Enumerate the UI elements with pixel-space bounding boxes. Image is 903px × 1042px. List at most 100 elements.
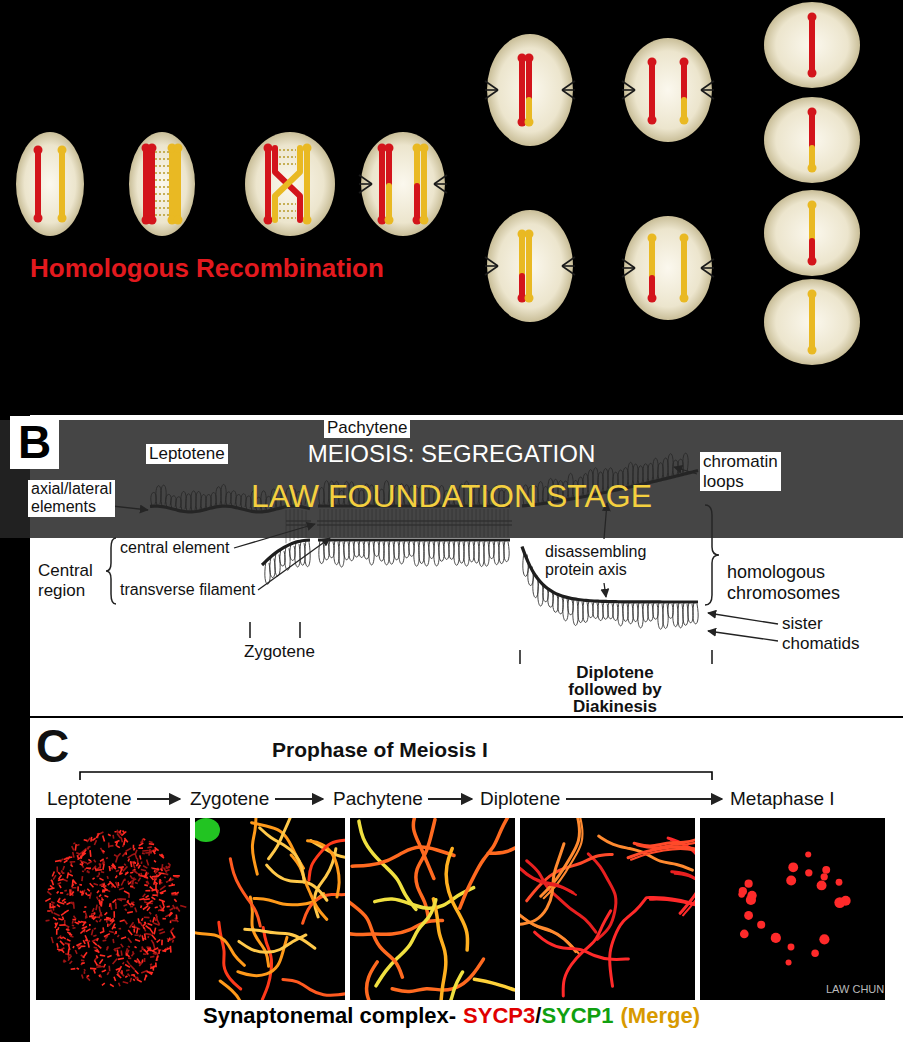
telomere	[525, 54, 534, 63]
telomere	[303, 216, 312, 225]
chromosome	[378, 144, 387, 225]
chromosome-thread	[283, 980, 345, 996]
part-label: disassembling protein axis	[545, 543, 670, 580]
chromosome-thread	[367, 962, 421, 1000]
cell	[487, 210, 573, 322]
stage-label: Leptotene	[47, 788, 132, 810]
part-label: chromatin loops	[700, 452, 781, 491]
cell	[361, 132, 445, 236]
chromosome-thread	[391, 972, 462, 1000]
synapsis-rung	[155, 165, 169, 167]
chromosome-thread	[460, 818, 510, 908]
micrograph	[195, 818, 345, 1000]
chromosome-thread	[675, 874, 695, 896]
chromosome-thread	[637, 818, 695, 848]
spindle-fiber	[622, 90, 635, 99]
chromosome-thread	[220, 981, 243, 1000]
chromosome	[808, 108, 817, 173]
chromosome	[518, 54, 527, 127]
spindle-fiber	[622, 81, 635, 90]
synapsis-rung	[279, 149, 296, 151]
part-label: axial/lateral elements	[28, 480, 115, 517]
chromosome	[174, 144, 183, 225]
chromosome	[808, 13, 817, 78]
synapsis-rung	[279, 156, 296, 158]
stage-tick	[519, 650, 521, 664]
bivalent-dot	[819, 934, 829, 944]
label-slot: transverse filament	[120, 581, 255, 599]
bivalent-dot	[738, 891, 745, 898]
chromosome	[385, 144, 394, 225]
stage-tick	[299, 622, 301, 638]
chromosome-thread	[650, 900, 695, 909]
spindle-fiber	[562, 257, 575, 266]
chromosome-thread	[376, 900, 436, 986]
chromosome-thread	[239, 935, 306, 952]
chromosome	[58, 146, 67, 223]
cell	[624, 38, 712, 142]
cell	[129, 132, 195, 236]
chromosome	[525, 230, 534, 303]
stage-label: Metaphase I	[730, 788, 835, 810]
process-label: Homologous Recombination	[30, 254, 384, 284]
label-slot: Prophase of Meiosis I	[272, 738, 488, 762]
telomere	[264, 216, 273, 225]
synapsis-rung	[155, 172, 169, 174]
label-slot: Diplotene	[480, 788, 560, 810]
chromosome-thread	[195, 930, 244, 965]
caption-text: Synaptonemal complex-	[203, 1003, 456, 1028]
label-slot: chromatin loops	[700, 452, 781, 491]
stage-tick	[711, 650, 713, 664]
chromosome-thread	[413, 818, 433, 879]
synapsis-rung	[155, 179, 169, 181]
telomere	[680, 58, 689, 67]
chromatid	[143, 148, 149, 220]
telomere	[58, 214, 67, 223]
label-slot: Leptotene	[146, 444, 228, 464]
spindle-pole	[622, 259, 635, 277]
telomere	[148, 144, 157, 153]
telomere	[648, 294, 657, 303]
telomere	[34, 146, 43, 155]
bivalent-dot	[745, 880, 753, 888]
micrograph	[520, 818, 695, 996]
spindle-fiber	[359, 175, 372, 184]
telomere	[174, 216, 183, 225]
label-slot: Pachytene	[324, 418, 410, 438]
telomere	[808, 69, 817, 78]
synapsis-rung	[279, 217, 296, 219]
label-slot: Diplotene followed by Diakinesis	[550, 664, 680, 715]
bivalent-dot	[817, 880, 827, 890]
chromosome-thread	[520, 862, 576, 894]
spindle-fiber	[434, 184, 447, 193]
telomere	[174, 144, 183, 153]
stage-tick	[249, 622, 251, 638]
telomere	[34, 214, 43, 223]
spindle-fiber	[485, 257, 498, 266]
cell	[764, 2, 860, 88]
synapsis-rung	[155, 200, 169, 202]
chromatid	[414, 148, 420, 186]
cell	[764, 97, 860, 183]
spindle-fiber	[701, 90, 714, 99]
chromatid	[649, 62, 655, 120]
chromatid	[809, 17, 815, 73]
part-label: transverse filament	[120, 581, 255, 599]
micrograph	[45, 830, 186, 987]
bivalent-dot	[786, 960, 792, 966]
telomere	[648, 58, 657, 67]
chromosome-thread	[230, 859, 260, 926]
chromatid	[169, 148, 175, 220]
chromosome	[648, 58, 657, 125]
telomere	[420, 216, 429, 225]
telomere	[148, 216, 157, 225]
spindle-pole	[622, 81, 635, 99]
spindle-fiber	[562, 266, 575, 275]
micrograph-ground	[350, 818, 515, 1000]
bivalent-dot	[811, 949, 818, 956]
cell	[624, 216, 712, 320]
chromosome-thread	[350, 895, 402, 977]
spindle-pole	[359, 175, 372, 193]
caption-text: SYCP1	[541, 1003, 613, 1028]
chromosome-thread	[252, 818, 257, 874]
